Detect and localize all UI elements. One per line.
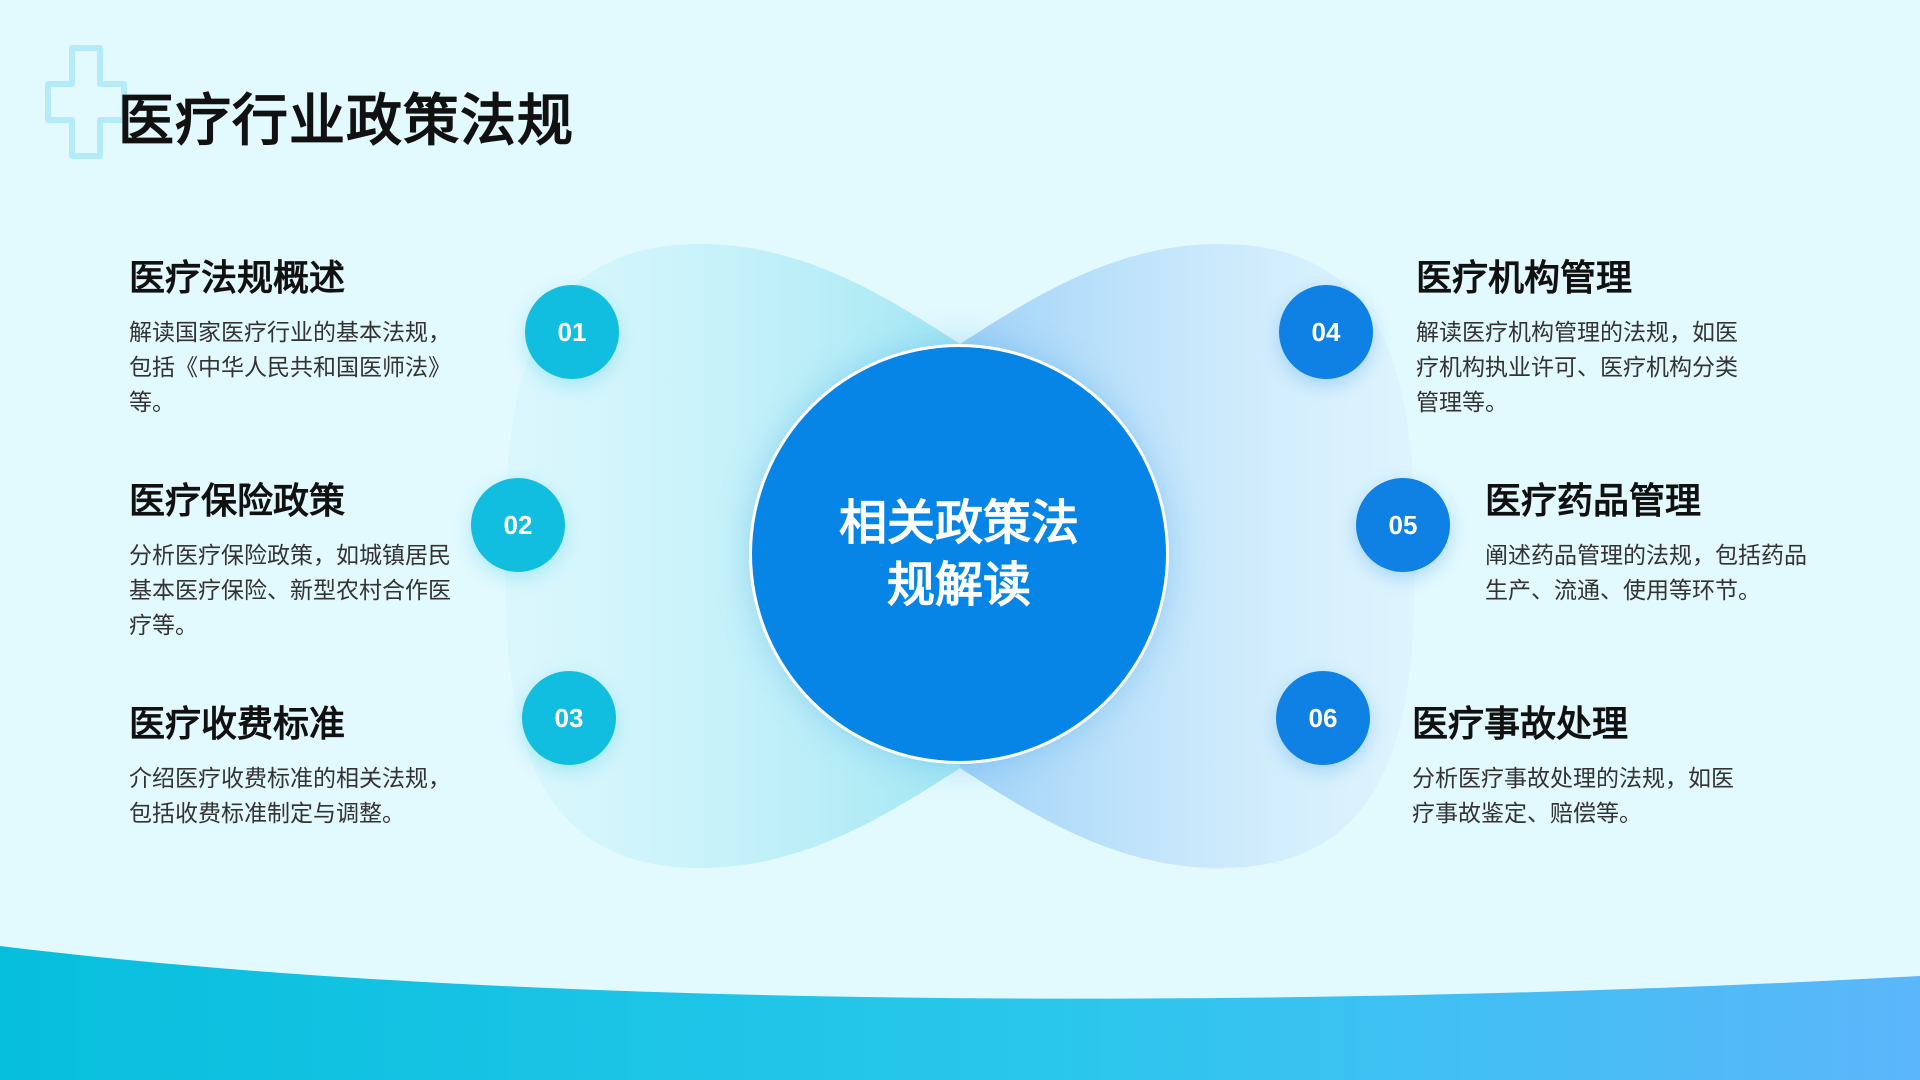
item-block-06: 医疗事故处理 分析医疗事故处理的法规，如医疗事故鉴定、赔偿等。: [1412, 700, 1772, 832]
medical-cross-icon: [45, 45, 127, 159]
badge-03: 03: [522, 671, 616, 765]
bottom-wave: [0, 946, 1920, 1080]
badge-02: 02: [471, 478, 565, 572]
item-block-05: 医疗药品管理 阐述药品管理的法规，包括药品生产、流通、使用等环节。: [1485, 477, 1845, 609]
item-description: 介绍医疗收费标准的相关法规，包括收费标准制定与调整。: [129, 766, 451, 827]
item-description: 解读国家医疗行业的基本法规，包括《中华人民共和国医师法》等。: [129, 320, 451, 416]
badge-06: 06: [1276, 671, 1370, 765]
item-block-02: 医疗保险政策 分析医疗保险政策，如城镇居民基本医疗保险、新型农村合作医疗等。: [129, 477, 489, 644]
item-description: 分析医疗事故处理的法规，如医疗事故鉴定、赔偿等。: [1412, 766, 1734, 827]
item-title: 医疗机构管理: [1416, 258, 1633, 299]
item-title: 医疗保险政策: [129, 481, 346, 522]
center-label: 相关政策法规解读: [838, 495, 1079, 613]
item-block-04: 医疗机构管理 解读医疗机构管理的法规，如医疗机构执业许可、医疗机构分类管理等。: [1416, 254, 1776, 421]
item-description: 解读医疗机构管理的法规，如医疗机构执业许可、医疗机构分类管理等。: [1416, 320, 1738, 416]
item-description: 阐述药品管理的法规，包括药品生产、流通、使用等环节。: [1485, 543, 1807, 604]
item-description: 分析医疗保险政策，如城镇居民基本医疗保险、新型农村合作医疗等。: [129, 543, 451, 639]
item-title: 医疗事故处理: [1412, 704, 1629, 745]
badge-05: 05: [1356, 478, 1450, 572]
center-circle: 相关政策法规解读: [752, 347, 1166, 761]
item-title: 医疗药品管理: [1485, 481, 1702, 522]
badge-04: 04: [1279, 285, 1373, 379]
item-title: 医疗收费标准: [129, 704, 346, 745]
item-block-01: 医疗法规概述 解读国家医疗行业的基本法规，包括《中华人民共和国医师法》等。: [129, 254, 489, 421]
item-title: 医疗法规概述: [129, 258, 346, 299]
item-block-03: 医疗收费标准 介绍医疗收费标准的相关法规，包括收费标准制定与调整。: [129, 700, 489, 832]
page-title: 医疗行业政策法规: [118, 89, 574, 154]
badge-01: 01: [525, 285, 619, 379]
